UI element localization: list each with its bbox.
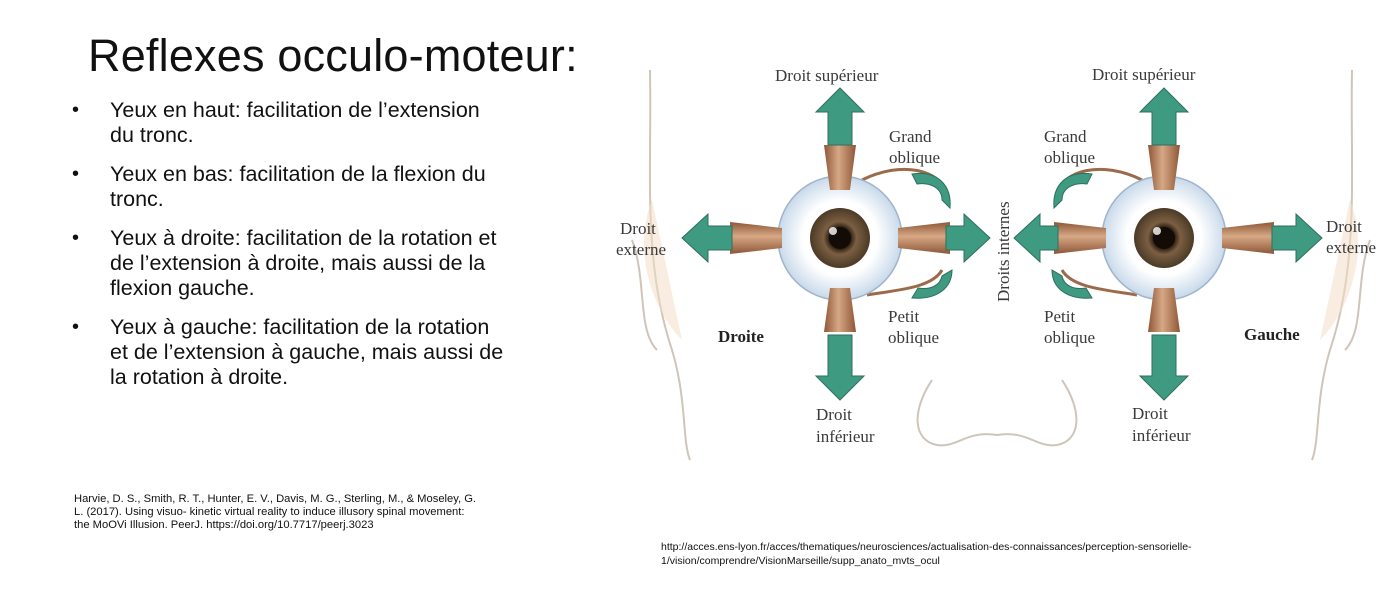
label-petit-oblique: Petit (1044, 307, 1075, 326)
label-petit-oblique: oblique (1044, 328, 1095, 347)
label-petit-oblique: Petit (888, 307, 919, 326)
source-url-line: 1/vision/comprendre/VisionMarseille/supp… (661, 555, 940, 567)
label-grand-oblique: oblique (1044, 148, 1095, 167)
rotation-arrow-icon (911, 172, 951, 210)
arrow-down-icon (1138, 334, 1190, 401)
eye-muscles-diagram: Droit supérieur Droit supérieur Grand ob… (612, 50, 1387, 462)
label-droit-superieur: Droit supérieur (1092, 65, 1196, 84)
arrow-down-icon (814, 334, 866, 401)
label-droite: Droite (718, 327, 764, 346)
source-url: http://acces.ens-lyon.fr/acces/thematiqu… (661, 540, 1321, 568)
bullet-line: la rotation à droite. (110, 365, 289, 389)
label-droit-inferieur: Droit (816, 405, 852, 424)
label-droit-externe: Droit (620, 219, 656, 238)
bullet-line: Yeux en haut: facilitation de l’extensio… (110, 98, 480, 122)
citation: Harvie, D. S., Smith, R. T., Hunter, E. … (74, 493, 554, 532)
bullet-item: • Yeux en haut: facilitation de l’extens… (72, 98, 552, 148)
right-eye-diagram (681, 87, 991, 401)
label-droit-externe: externe (1326, 238, 1376, 257)
left-eye-diagram (1013, 87, 1323, 401)
bullet-line: flexion gauche. (110, 276, 255, 300)
bullet-line: Yeux à droite: facilitation de la rotati… (110, 226, 497, 250)
label-droit-inferieur: Droit (1132, 404, 1168, 423)
bullet-item: • Yeux en bas: facilitation de la flexio… (72, 162, 552, 212)
label-droit-inferieur: inférieur (1132, 426, 1191, 445)
bullet-item: • Yeux à droite: facilitation de la rota… (72, 226, 552, 301)
arrow-left-icon (681, 212, 733, 264)
citation-line: Harvie, D. S., Smith, R. T., Hunter, E. … (74, 493, 477, 505)
label-gauche: Gauche (1244, 325, 1300, 344)
bullet-line: du tronc. (110, 123, 194, 147)
label-grand-oblique: Grand (889, 127, 932, 146)
rotation-arrow-icon (911, 269, 953, 299)
label-grand-oblique: oblique (889, 148, 940, 167)
bullet-marker: • (72, 163, 80, 185)
label-droits-internes: Droits internes (994, 201, 1013, 302)
bullet-item: • Yeux à gauche: facilitation de la rota… (72, 315, 552, 390)
citation-line: the MoOVi Illusion. PeerJ. https://doi.o… (74, 519, 374, 531)
bullet-marker: • (72, 227, 80, 249)
rotation-arrow-icon (1053, 172, 1093, 210)
bullet-line: de l’extension à droite, mais aussi de l… (110, 251, 486, 275)
arrow-left-icon (1013, 212, 1059, 264)
label-droit-inferieur: inférieur (816, 427, 875, 446)
bullet-list: • Yeux en haut: facilitation de l’extens… (72, 98, 552, 404)
rotation-arrow-icon (1051, 269, 1093, 299)
arrow-up-icon (1138, 87, 1190, 146)
bullet-line: et de l’extension à gauche, mais aussi d… (110, 340, 504, 364)
label-petit-oblique: oblique (888, 328, 939, 347)
face-outline (631, 69, 1371, 461)
label-droit-superieur: Droit supérieur (775, 66, 879, 85)
arrow-up-icon (814, 87, 866, 146)
label-droit-externe: Droit (1326, 217, 1362, 236)
citation-line: L. (2017). Using visuo- kinetic virtual … (74, 506, 465, 518)
bullet-marker: • (72, 99, 80, 121)
source-url-line: http://acces.ens-lyon.fr/acces/thematiqu… (661, 541, 1192, 553)
bullet-line: tronc. (110, 187, 164, 211)
label-droit-externe: externe (616, 240, 666, 259)
arrow-right-icon (945, 212, 991, 264)
bullet-line: Yeux en bas: facilitation de la flexion … (110, 162, 486, 186)
bullet-line: Yeux à gauche: facilitation de la rotati… (110, 315, 490, 339)
bullet-marker: • (72, 316, 80, 338)
arrow-right-icon (1271, 212, 1323, 264)
label-grand-oblique: Grand (1044, 127, 1087, 146)
slide-title: Reflexes occulo-moteur: (88, 30, 578, 81)
